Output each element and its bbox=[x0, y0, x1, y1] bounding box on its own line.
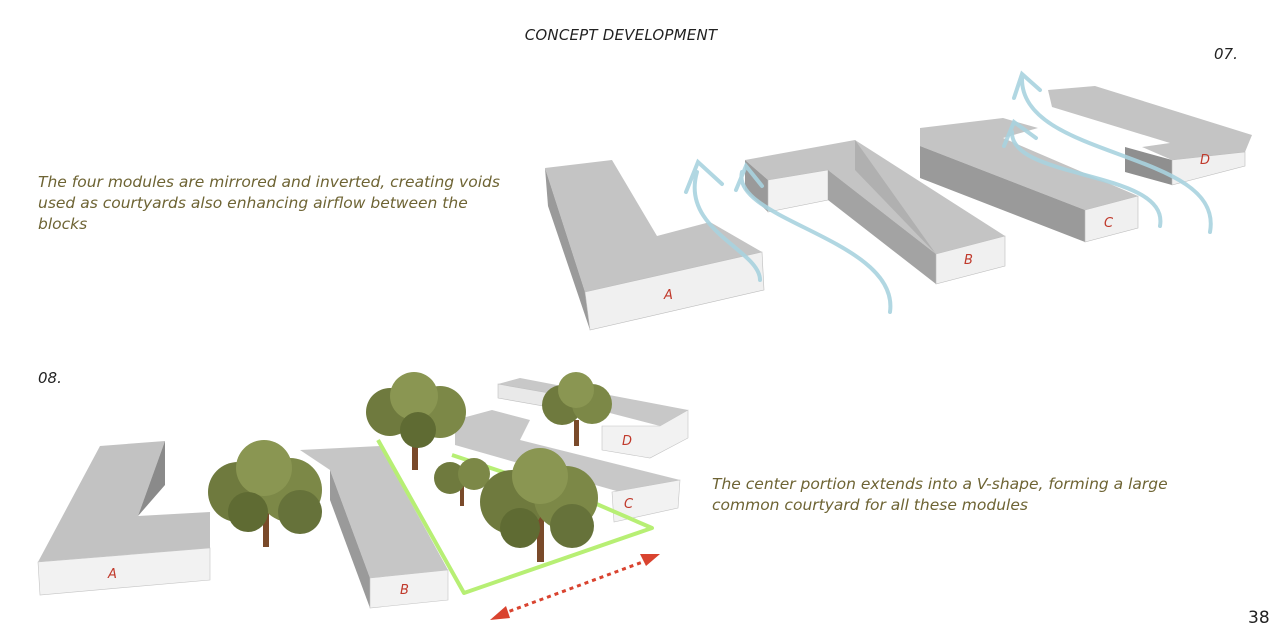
module-block-a: A bbox=[545, 160, 765, 331]
tree-icon bbox=[208, 440, 322, 547]
tree-icon bbox=[366, 372, 466, 470]
module-label-a-bottom: A bbox=[107, 567, 117, 582]
module-label-d-bottom: D bbox=[622, 434, 632, 449]
dimension-arrow bbox=[490, 554, 660, 620]
module-label-d: D bbox=[1200, 153, 1210, 168]
page-number: 38 bbox=[1248, 608, 1270, 628]
module-label-b: B bbox=[964, 253, 973, 268]
tree-icon bbox=[434, 458, 490, 506]
page-title: CONCEPT DEVELOPMENT bbox=[524, 26, 718, 44]
section-number-bottom: 08. bbox=[38, 369, 62, 387]
description-bottom: The center portion extends into a V-shap… bbox=[712, 475, 1168, 514]
tree-icon bbox=[542, 372, 612, 446]
module-block-c: C bbox=[920, 118, 1139, 243]
tree-icon bbox=[480, 448, 598, 562]
module-block-a-bottom: A bbox=[37, 441, 211, 596]
module-label-c-bottom: C bbox=[624, 497, 634, 512]
module-block-b-bottom: B bbox=[300, 446, 449, 609]
module-label-a: A bbox=[663, 288, 673, 303]
module-label-c: C bbox=[1104, 216, 1114, 231]
airflow-arrows bbox=[684, 70, 1213, 314]
module-label-b-bottom: B bbox=[400, 583, 409, 598]
section-number-top: 07. bbox=[1214, 45, 1238, 63]
module-block-b: B bbox=[745, 140, 1006, 285]
description-top: The four modules are mirrored and invert… bbox=[38, 173, 500, 233]
